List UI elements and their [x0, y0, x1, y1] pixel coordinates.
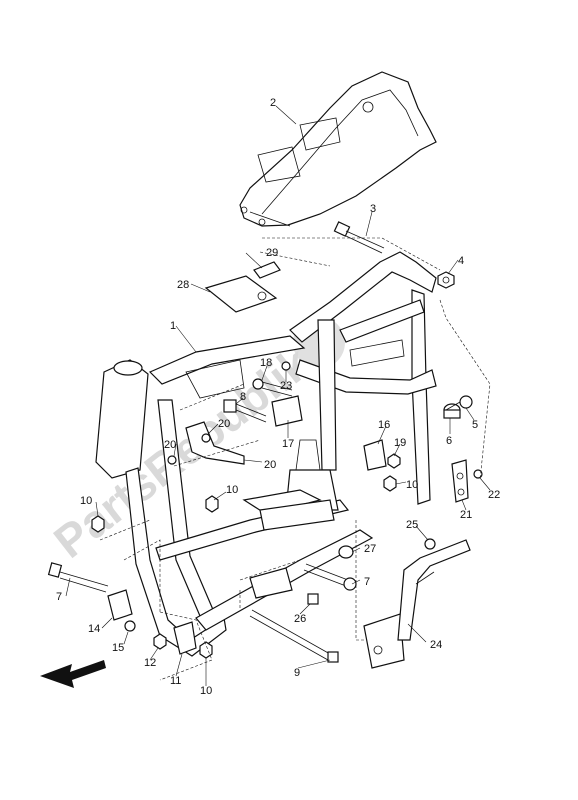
nut-14-part — [124, 620, 136, 632]
callout-18: 19 — [394, 437, 406, 449]
callout-28: 28 — [177, 279, 189, 291]
bolt-25-part — [307, 593, 319, 605]
collar-6-part — [443, 403, 461, 419]
bracket-21-part — [451, 459, 469, 503]
callout-29: 29 — [266, 247, 278, 259]
callout-10-right: 10 — [406, 479, 418, 491]
bracket-16-part — [271, 395, 303, 427]
callout-3: 3 — [370, 203, 376, 215]
plate-28-part — [204, 275, 278, 313]
callout-7-left: 7 — [56, 591, 62, 603]
callout-19: 20 — [264, 459, 276, 471]
callout-9: 9 — [294, 667, 300, 679]
callout-10-left: 10 — [80, 495, 92, 507]
collar-27-part — [338, 545, 354, 559]
callout-4: 4 — [458, 255, 464, 267]
callout-7-right: 7 — [364, 576, 370, 588]
callout-25: 26 — [294, 613, 306, 625]
callout-8: 8 — [240, 391, 246, 403]
callout-11: 11 — [170, 675, 181, 687]
nut-10-left-part — [91, 515, 105, 533]
callout-26: 25 — [406, 519, 418, 531]
nut-4-part — [437, 271, 455, 289]
callout-13: 14 — [88, 623, 100, 635]
nut-10-right-part — [383, 475, 397, 492]
nut-12-part — [153, 633, 167, 650]
callout-5: 5 — [472, 419, 478, 431]
washer-23-part — [281, 361, 291, 371]
bolt-20-part — [167, 433, 211, 465]
callout-2: 2 — [270, 97, 276, 109]
plate-13-part — [107, 589, 133, 621]
callout-20-right: 20 — [218, 418, 230, 430]
callout-21: 21 — [460, 509, 472, 521]
callout-23: 23 — [280, 380, 292, 392]
callout-17: 18 — [260, 357, 272, 369]
nut-10-bottom-part — [199, 641, 213, 659]
callout-6: 6 — [446, 435, 452, 447]
nut-18-part — [387, 453, 401, 469]
callout-22: 22 — [488, 489, 500, 501]
bracket-29-part — [253, 261, 281, 279]
callout-1: 1 — [170, 320, 176, 332]
bolt-22-part — [473, 469, 483, 479]
nut-10-center-part — [205, 495, 219, 513]
bolt-17-part — [252, 378, 293, 397]
callout-10-bottom: 10 — [200, 685, 212, 697]
callout-27: 27 — [364, 543, 376, 555]
callout-10-center: 10 — [226, 484, 238, 496]
front-arrow-icon — [40, 660, 106, 688]
callout-24: 24 — [430, 639, 442, 651]
callout-12: 12 — [144, 657, 156, 669]
bolt-9-part — [249, 609, 339, 663]
bolt-26-part — [424, 538, 436, 550]
bolt-7-left-part — [47, 562, 109, 593]
callout-16: 17 — [282, 438, 294, 450]
plate-24-part — [397, 539, 471, 641]
bolt-3-part — [333, 221, 385, 254]
bracket-15-part — [363, 439, 387, 471]
bolt-7-right-part — [303, 563, 357, 591]
bolt-8-part — [223, 399, 267, 423]
callout-14: 15 — [112, 642, 124, 654]
callout-15: 16 — [378, 419, 390, 431]
rear-subframe-part — [239, 71, 437, 227]
plate-11-part — [173, 621, 197, 655]
callout-20-left: 20 — [164, 439, 176, 451]
